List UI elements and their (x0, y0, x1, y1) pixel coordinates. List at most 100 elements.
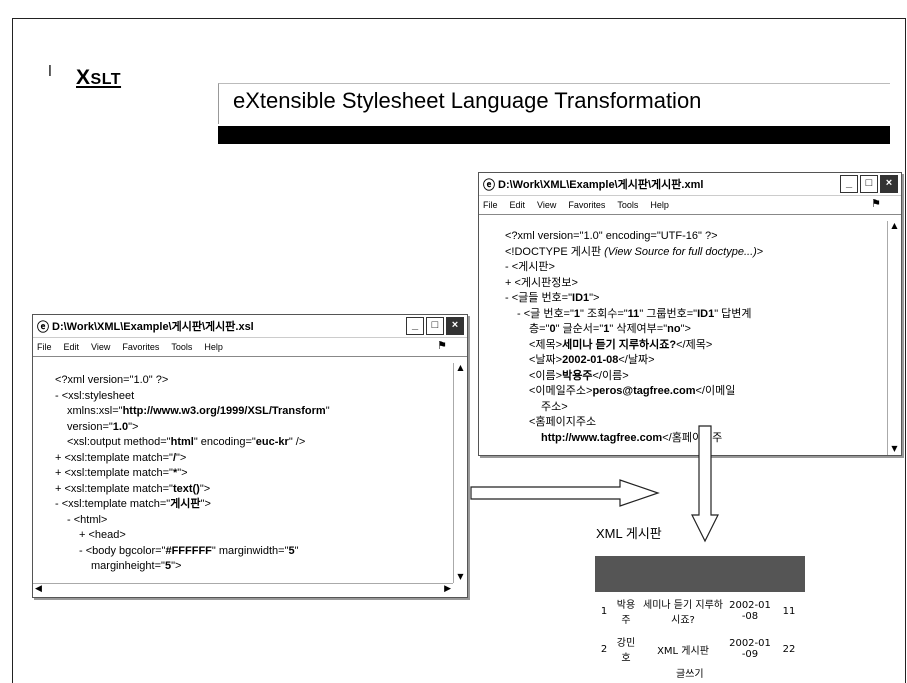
scroll-up-icon[interactable]: ▲ (457, 363, 464, 372)
menu-favorites[interactable]: Favorites (568, 200, 606, 210)
write-post-link[interactable]: 글쓰기 (676, 669, 704, 680)
menu-view[interactable]: View (91, 342, 111, 352)
source-line: <날짜>2002-01-08</날짜> (505, 353, 887, 369)
menu-file[interactable]: File (37, 342, 52, 352)
source-text: " 글순서=" (555, 323, 604, 335)
cell-date: 2002-01-09 (729, 638, 771, 660)
menu-tools[interactable]: Tools (617, 200, 639, 210)
cell-views: 11 (782, 605, 796, 617)
menu-help[interactable]: Help (650, 200, 669, 210)
source-text: <홈페이지주소 (529, 416, 597, 428)
source-line[interactable]: - <xsl:template match="게시판"> (55, 497, 453, 513)
source-line: <제목>세미나 듣기 지루하시죠?</제목> (505, 338, 887, 354)
source-line[interactable]: + <xsl:template match="*"> (55, 466, 453, 482)
maximize-icon[interactable]: □ (860, 175, 878, 193)
cell-title-link[interactable]: 세미나 듣기 지루하시죠? (643, 600, 723, 626)
source-text: 주소> (541, 400, 568, 413)
source-text: #FFFFFF (165, 544, 212, 557)
source-line[interactable]: + <xsl:template match="/"> (55, 451, 453, 467)
source-line: <홈페이지주소 (505, 415, 887, 431)
xsl-browser-window: ⓔ D:\Work\XML\Example\게시판\게시판.xsl _ □ × … (32, 314, 468, 598)
maximize-icon[interactable]: □ (426, 317, 444, 335)
source-text: " 조회수=" (580, 307, 628, 320)
source-text: 2002-01-08 (562, 354, 619, 366)
xsl-menubar: File Edit View Favorites Tools Help ⚑ (33, 338, 467, 357)
arrow-right-icon (470, 479, 660, 507)
xml-browser-window: ⓔ D:\Work\XML\Example\게시판\게시판.xml _ □ × … (478, 172, 902, 456)
scroll-down-icon[interactable]: ▼ (891, 444, 898, 453)
result-label: XML 게시판 (596, 526, 662, 541)
source-text: " 삭제여부=" (609, 323, 668, 335)
source-text: "> (128, 420, 139, 433)
source-text: " 그룹번호=" (639, 307, 698, 320)
scroll-left-icon[interactable]: ◀ (35, 584, 42, 594)
source-line[interactable]: - <글 번호="1" 조회수="11" 그룹번호="ID1" 답변계 (505, 307, 887, 323)
source-text: "> (589, 292, 600, 304)
source-text: <!DOCTYPE 게시판 (505, 245, 605, 258)
source-line: 층="0" 글순서="1" 삭제여부="no"> (505, 322, 887, 338)
source-line: marginheight="5"> (55, 559, 453, 575)
source-text: - <글들 번호=" (505, 292, 573, 304)
xsl-vertical-scrollbar[interactable]: ▲ ▼ (453, 363, 467, 583)
source-text: 층=" (529, 323, 550, 335)
xml-window-title: D:\Work\XML\Example\게시판\게시판.xml (498, 179, 704, 191)
source-line: 주소> (505, 400, 887, 416)
source-text: " /> (288, 436, 306, 448)
source-text: version=" (67, 420, 113, 433)
minimize-icon[interactable]: _ (840, 175, 858, 193)
source-text: > (756, 245, 764, 258)
close-icon[interactable]: × (880, 175, 898, 193)
close-icon[interactable]: × (446, 317, 464, 335)
table-row: 2 강민호 XML 게시판 2002-01-09 22 (595, 630, 805, 668)
source-text: " 답변계 (714, 307, 752, 320)
source-text: - <xsl:stylesheet (55, 389, 135, 402)
source-text: "> (200, 498, 211, 510)
source-text: + <xsl:template match=" (55, 451, 173, 464)
menu-view[interactable]: View (537, 200, 557, 210)
source-text: <이름> (529, 369, 563, 382)
source-line[interactable]: - <글들 번호="ID1"> (505, 291, 887, 307)
source-text: html (170, 436, 194, 448)
menu-help[interactable]: Help (204, 342, 223, 352)
source-text: http://www.w3.org/1999/XSL/Transform (122, 405, 326, 417)
board-table: 1 박용주 세미나 듣기 지루하시죠? 2002-01-08 11 2 강민호 … (595, 556, 805, 668)
xml-vertical-scrollbar[interactable]: ▲ ▼ (887, 221, 901, 455)
source-line[interactable]: - <html> (55, 513, 453, 529)
scroll-down-icon[interactable]: ▼ (457, 572, 464, 581)
source-line[interactable]: + <head> (55, 528, 453, 544)
xml-window-titlebar[interactable]: ⓔ D:\Work\XML\Example\게시판\게시판.xml _ □ × (479, 173, 901, 196)
cell-num: 2 (600, 643, 608, 655)
source-text: <?xml version="1.0" encoding="UTF-16" ?> (505, 230, 718, 242)
xml-menubar: File Edit View Favorites Tools Help ⚑ (479, 196, 901, 215)
source-line[interactable]: - <xsl:stylesheet (55, 389, 453, 405)
source-text: <이메일주소> (529, 385, 593, 397)
xsl-horizontal-scrollbar[interactable]: ◀ ▶ (33, 583, 453, 597)
cell-num: 1 (600, 605, 608, 617)
source-line[interactable]: + <xsl:template match="text()"> (55, 482, 453, 498)
menu-tools[interactable]: Tools (171, 342, 193, 352)
source-text: - <html> (67, 513, 108, 526)
cell-title-link[interactable]: XML 게시판 (657, 645, 709, 657)
scroll-right-icon[interactable]: ▶ (444, 584, 451, 594)
source-text: text() (172, 482, 200, 495)
minimize-icon[interactable]: _ (406, 317, 424, 335)
source-line[interactable]: - <게시판> (505, 260, 887, 276)
source-text: no (667, 323, 681, 335)
source-text: <제목> (529, 338, 563, 351)
menu-edit[interactable]: Edit (63, 342, 80, 352)
source-text: 1 (603, 323, 610, 335)
menu-favorites[interactable]: Favorites (122, 342, 160, 352)
source-line[interactable]: - <body bgcolor="#FFFFFF" marginwidth="5… (55, 544, 453, 560)
menu-file[interactable]: File (483, 200, 498, 210)
xsl-window-titlebar[interactable]: ⓔ D:\Work\XML\Example\게시판\게시판.xsl _ □ × (33, 315, 467, 338)
menu-edit[interactable]: Edit (509, 200, 526, 210)
source-text: 1.0 (112, 420, 129, 433)
source-text: </이메일 (695, 385, 736, 397)
scroll-up-icon[interactable]: ▲ (891, 221, 898, 230)
source-text: 11 (627, 307, 640, 320)
source-line[interactable]: + <게시판정보> (505, 276, 887, 292)
source-text: ID1 (572, 292, 590, 304)
slide-subtitle: eXtensible Stylesheet Language Transform… (233, 88, 702, 113)
ie-icon: ⓔ (37, 319, 50, 334)
